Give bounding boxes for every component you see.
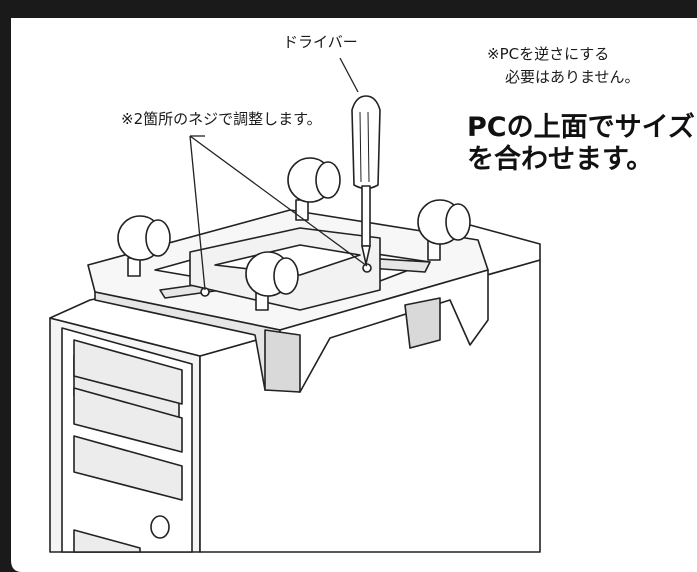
screw-right xyxy=(362,263,372,273)
screwdriver-icon xyxy=(351,95,381,265)
headline: PCの上面でサイズ を合わせます。 xyxy=(467,112,695,176)
caster-left xyxy=(117,215,171,277)
caster-front xyxy=(245,251,299,311)
no-flip-note-line1: ※PCを逆さにする xyxy=(487,45,610,63)
driver-label: ドライバー xyxy=(283,33,358,51)
caster-right xyxy=(417,199,471,261)
headline-line1: PCの上面でサイズ xyxy=(467,112,695,143)
drive-bay-3 xyxy=(73,435,183,501)
drive-bay-4 xyxy=(73,529,141,553)
screw-leader-line-a xyxy=(189,135,206,291)
screws-adjust-note: ※2箇所のネジで調整します。 xyxy=(121,110,322,128)
no-flip-note: ※PCを逆さにする 必要はありません。 xyxy=(487,43,640,89)
no-flip-note-line2: 必要はありません。 xyxy=(505,68,640,86)
caster-back xyxy=(287,157,341,221)
drive-bay-1 xyxy=(73,339,183,405)
stand-leg-right xyxy=(404,297,441,349)
screw-leader-line-b xyxy=(189,135,368,267)
stand-leg-front xyxy=(264,329,301,393)
headline-line2: を合わせます。 xyxy=(467,144,654,175)
driver-leader-line xyxy=(339,57,359,93)
power-button xyxy=(150,515,170,539)
drive-bay-2 xyxy=(73,387,183,453)
